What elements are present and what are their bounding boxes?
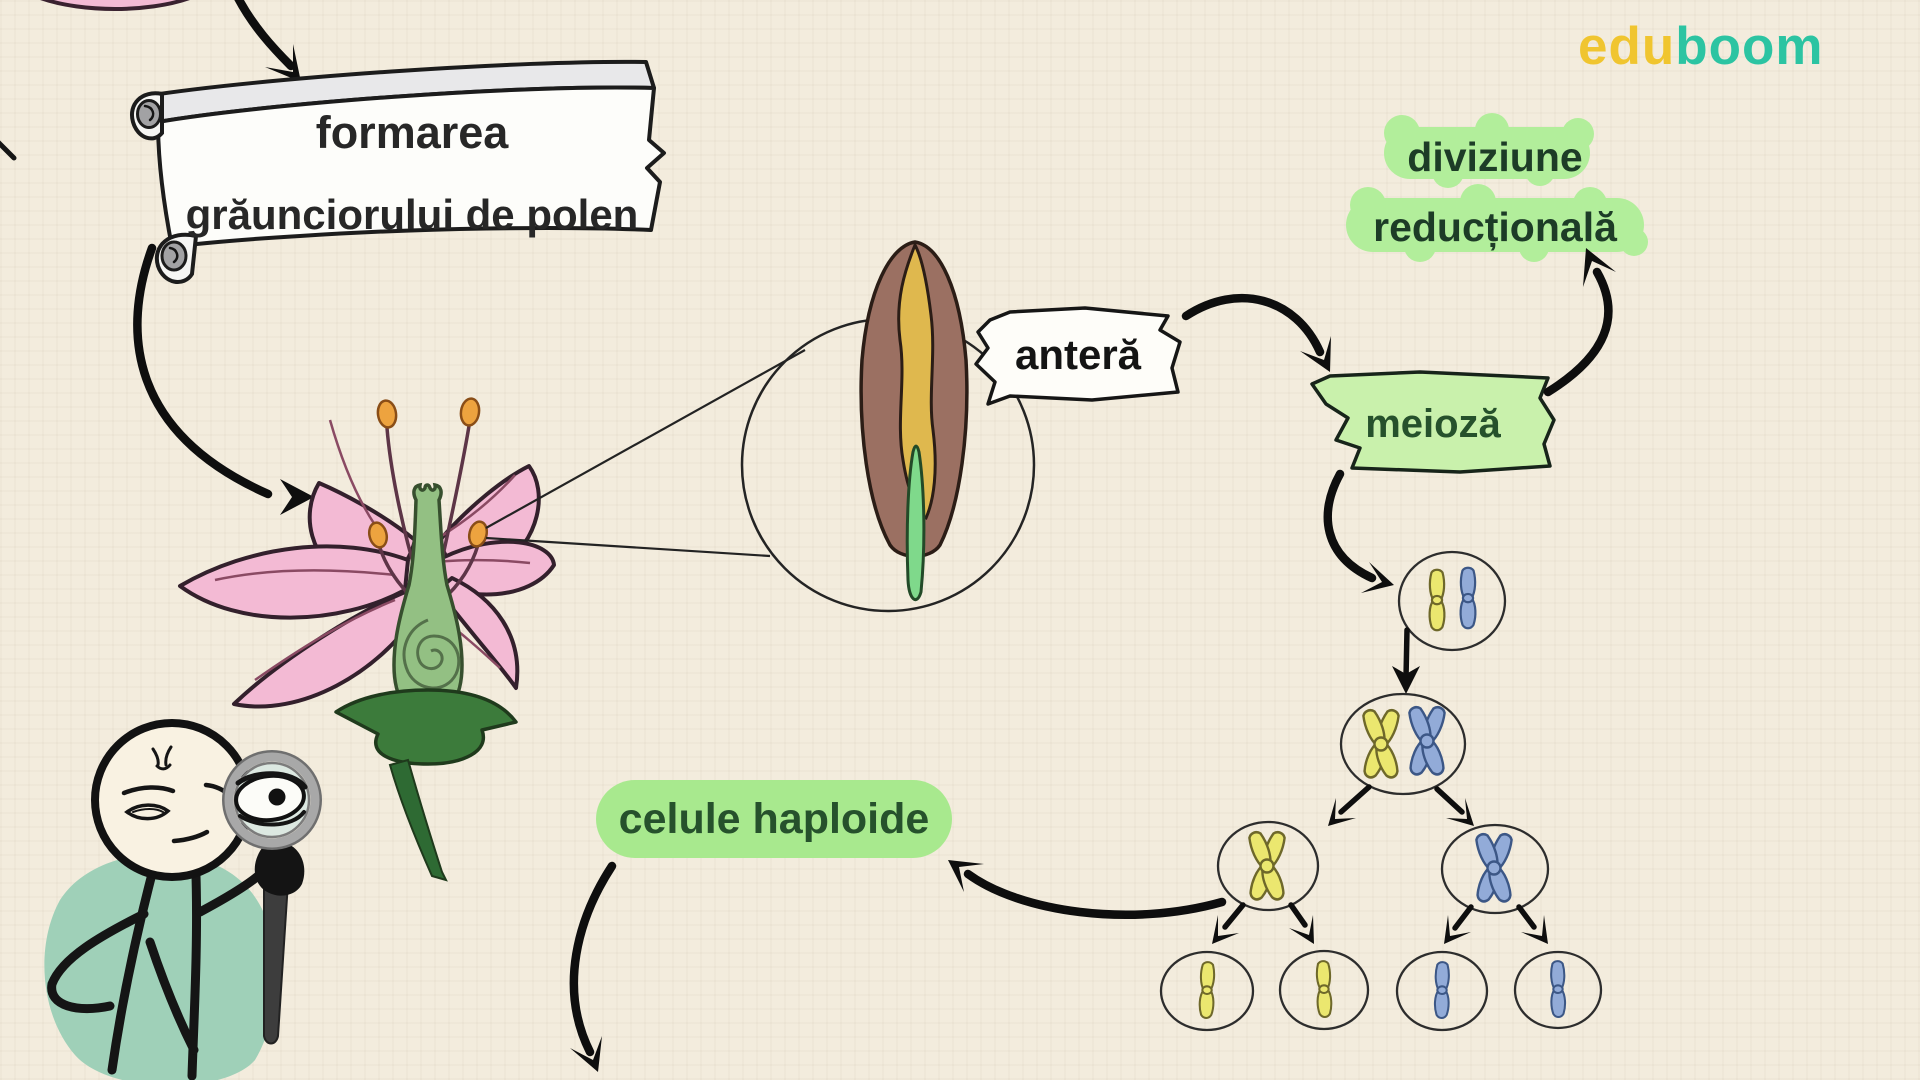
- scroll-title: formarea grăunciorului de polen: [162, 106, 662, 240]
- meiosis-label-box: [1310, 370, 1556, 474]
- arrow-anthera-to-meiosis: [1181, 293, 1331, 372]
- magnified-eye: [234, 771, 308, 827]
- arrow-meiosis-to-cell: [1323, 469, 1394, 593]
- cell-stage3-blue: [1440, 823, 1550, 915]
- scroll-title-line1: formarea: [315, 107, 509, 158]
- arrow-into-scroll: [234, 0, 301, 82]
- pistil: [392, 482, 464, 718]
- division-label-line1: diviziune: [1407, 134, 1583, 180]
- character-body: [47, 869, 263, 1080]
- cell-stage1: [1397, 550, 1507, 652]
- character-illustration: [44, 719, 322, 1080]
- cell-stage4-4: [1513, 950, 1603, 1030]
- anther-cross-section: [859, 240, 969, 602]
- cell-stage2: [1339, 692, 1467, 796]
- logo-edu: edu: [1578, 17, 1676, 76]
- scroll-banner: [130, 59, 666, 284]
- anthera-label-box: [974, 306, 1182, 406]
- zoom-connector-lines: [485, 349, 806, 558]
- cell-stage4-1: [1159, 950, 1255, 1032]
- arrow-tree-to-haploid-label: [948, 860, 1227, 919]
- arrow-meiosis-to-division: [1543, 248, 1616, 397]
- magnifier-hand: [254, 841, 305, 896]
- cell-stage3-yellow: [1216, 820, 1320, 912]
- arrow-haploid-down: [569, 861, 617, 1072]
- flower-illustration: [178, 397, 556, 882]
- magnifying-glass: [222, 750, 322, 1045]
- cell-stage4-3: [1395, 950, 1489, 1032]
- anther-zoom-circle: [740, 240, 1036, 613]
- decorative-pink-blob: [0, 0, 191, 161]
- arrow-scroll-to-flower: [133, 243, 314, 515]
- flower-petals: [178, 464, 556, 709]
- magnifier-handle: [263, 880, 290, 1045]
- sepals-and-stem: [334, 688, 518, 882]
- petal-veins: [214, 419, 531, 682]
- scroll-title-line2: grăunciorului de polen: [185, 191, 639, 238]
- anther-tips: [367, 397, 489, 549]
- logo-boom: boom: [1675, 17, 1824, 76]
- anthera-label: anteră: [1014, 331, 1142, 378]
- eduboom-logo: eduboom: [1578, 16, 1823, 77]
- cell-stage4-2: [1278, 949, 1370, 1031]
- haploid-cells-label: celule haploide: [596, 780, 952, 858]
- division-label: diviziune reducțională: [1330, 122, 1660, 262]
- meiosis-tree: [1159, 550, 1603, 1032]
- meiosis-label: meioză: [1365, 401, 1501, 446]
- division-label-line2: reducțională: [1373, 204, 1617, 250]
- division-text-highlight: [1346, 113, 1648, 262]
